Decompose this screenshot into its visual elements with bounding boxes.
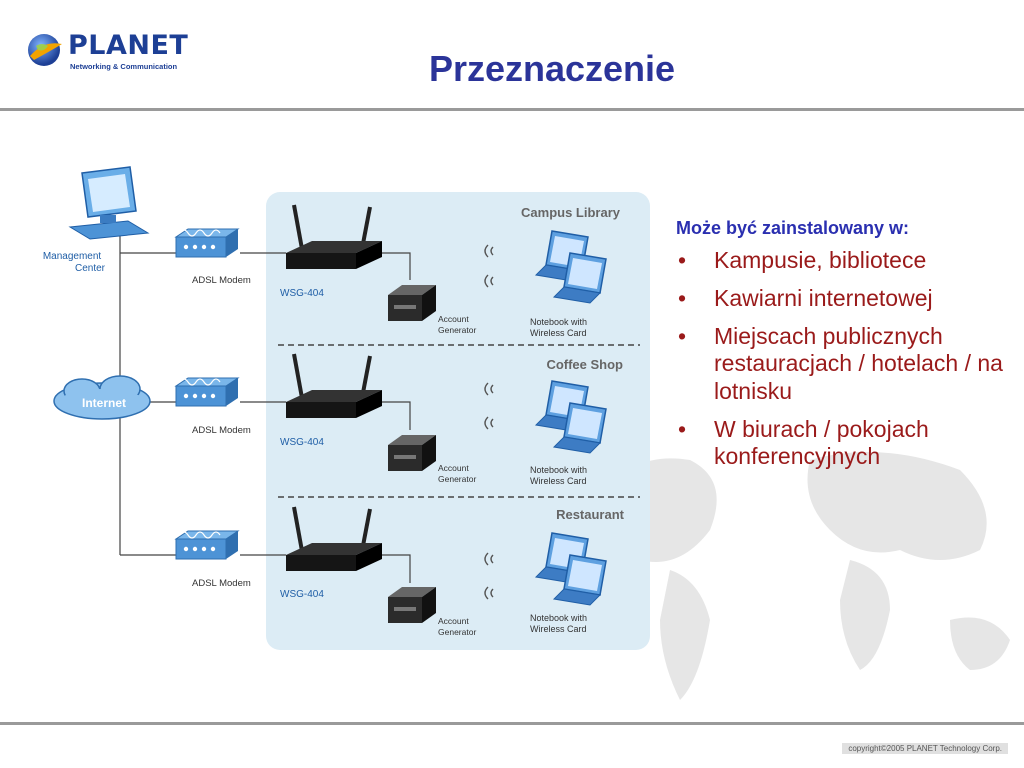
bullet-symbol: • bbox=[678, 323, 687, 350]
management-label-1: Management bbox=[43, 251, 102, 262]
notebook-label-2: Wireless Card bbox=[530, 624, 587, 634]
router-label: WSG-404 bbox=[280, 589, 324, 600]
management-label-2: Center bbox=[75, 263, 106, 274]
site-name-coffee: Coffee Shop bbox=[546, 357, 623, 372]
notebook-label-1: Notebook with bbox=[530, 465, 587, 475]
adsl-modem-icon bbox=[175, 377, 239, 407]
header-divider bbox=[0, 108, 1024, 111]
account-generator-icon bbox=[388, 435, 436, 471]
management-pc-icon bbox=[68, 166, 150, 240]
internet-label: Internet bbox=[82, 396, 126, 410]
planet-globe-icon bbox=[28, 34, 62, 66]
list-item-text: Kampusie, bibliotece bbox=[714, 247, 927, 273]
list-item: • Miejscach publicznych restauracjach / h… bbox=[676, 323, 1016, 404]
notebook-label-1: Notebook with bbox=[530, 317, 587, 327]
account-generator-icon bbox=[388, 587, 436, 623]
router-label: WSG-404 bbox=[280, 437, 324, 448]
modem-label: ADSL Modem bbox=[192, 275, 251, 286]
site-name-campus: Campus Library bbox=[521, 205, 621, 220]
list-item: • W biurach / pokojach konferencyjnych bbox=[676, 416, 1016, 470]
list-item-text: Miejscach publicznych restauracjach / ho… bbox=[714, 323, 1003, 404]
generator-label-1: Account bbox=[438, 463, 469, 473]
modem-label: ADSL Modem bbox=[192, 578, 251, 589]
bullet-symbol: • bbox=[678, 415, 687, 442]
footer-divider bbox=[0, 722, 1024, 725]
list-item-text: W biurach / pokojach konferencyjnych bbox=[714, 415, 929, 469]
modem-label: ADSL Modem bbox=[192, 425, 251, 436]
account-generator-icon bbox=[388, 285, 436, 321]
generator-label-1: Account bbox=[438, 616, 469, 626]
bullet-list: • Kampusie, bibliotece • Kawiarni internet… bbox=[676, 247, 1016, 470]
page-title: Przeznaczenie bbox=[428, 48, 676, 89]
notebook-label-2: Wireless Card bbox=[530, 476, 587, 486]
generator-label-2: Generator bbox=[438, 325, 476, 335]
logo-subtitle: Networking & Communication bbox=[70, 62, 178, 71]
world-map-watermark bbox=[600, 452, 1010, 700]
logo-wordmark: PLANET bbox=[68, 30, 189, 61]
notebook-label-1: Notebook with bbox=[530, 613, 587, 623]
list-item-text: Kawiarni internetowej bbox=[714, 285, 933, 312]
adsl-modem-icon bbox=[175, 228, 239, 258]
network-diagram: Management Center Internet Campus Librar… bbox=[43, 166, 650, 650]
notebook-label-2: Wireless Card bbox=[530, 328, 587, 338]
list-item: • Kampusie, bibliotece bbox=[676, 247, 1016, 274]
router-label: WSG-404 bbox=[280, 288, 324, 299]
internet-cloud-icon bbox=[53, 375, 151, 420]
content-panel: Może być zainstalowany w: • Kampusie, bib… bbox=[676, 218, 1016, 481]
planet-logo bbox=[22, 26, 192, 78]
bullet-symbol: • bbox=[678, 247, 687, 273]
generator-label-2: Generator bbox=[438, 627, 476, 637]
bullet-symbol: • bbox=[678, 285, 687, 312]
adsl-modem-icon bbox=[175, 530, 239, 560]
list-item: • Kawiarni internetowej bbox=[676, 285, 1016, 312]
site-name-restaurant: Restaurant bbox=[556, 507, 625, 522]
generator-label-1: Account bbox=[438, 314, 469, 324]
generator-label-2: Generator bbox=[438, 474, 476, 484]
copyright-text: copyright©2005 PLANET Technology Corp. bbox=[842, 743, 1008, 754]
intro-text: Może być zainstalowany w: bbox=[676, 218, 910, 238]
